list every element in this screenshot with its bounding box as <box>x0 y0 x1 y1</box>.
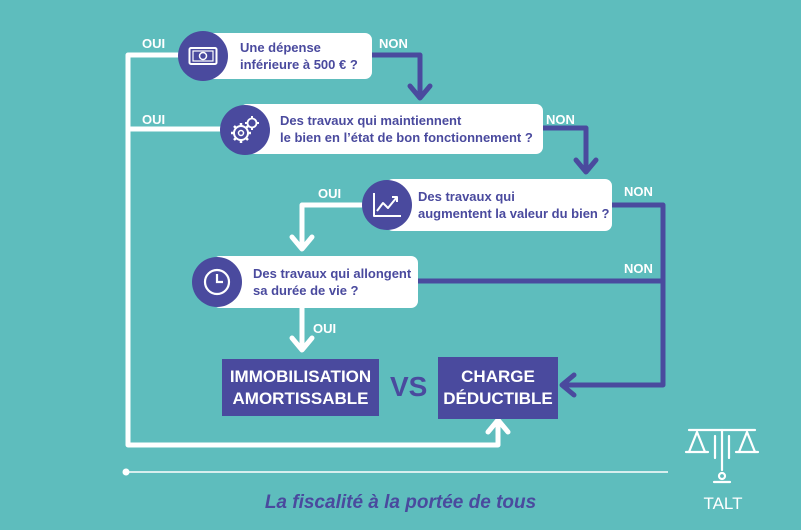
arrowhead-charge-up <box>485 417 511 435</box>
result-charge-line-1: CHARGE <box>461 367 535 386</box>
arrowhead-immobilisation-top <box>289 234 315 252</box>
logo-text: TALT <box>703 494 743 513</box>
question-4-line-1: Des travaux qui allongent <box>253 266 412 281</box>
oui-label-3: OUI <box>318 186 342 201</box>
oui-line-3 <box>299 202 365 247</box>
result-immobilisation-line-1: IMMOBILISATION <box>229 366 372 386</box>
growth-chart-icon <box>362 180 412 230</box>
question-2-line-2: le bien en l’état de bon fonctionnement … <box>280 130 533 145</box>
question-1-line-2: inférieure à 500 € ? <box>240 57 358 72</box>
arrowhead-charge-left <box>559 372 577 398</box>
tagline: La fiscalité à la portée de tous <box>264 492 537 513</box>
question-box-2: Des travaux qui maintiennent le bien en … <box>240 104 543 154</box>
question-4-line-2: sa durée de vie ? <box>253 283 359 298</box>
non-label-4: NON <box>624 261 653 276</box>
question-3-line-2: augmentent la valeur du bien ? <box>418 206 610 221</box>
result-charge-deductible: CHARGE DÉDUCTIBLE <box>438 357 558 419</box>
question-1-line-1: Une dépense <box>240 40 321 55</box>
gears-icon <box>220 105 270 155</box>
clock-icon <box>192 257 242 307</box>
question-3-line-1: Des travaux qui <box>418 189 515 204</box>
arrowhead-q3-down <box>573 157 599 175</box>
arrowhead-q4-down <box>289 335 315 353</box>
non-label-1: NON <box>379 36 408 51</box>
non-line-1 <box>369 52 423 95</box>
footer-divider-dot <box>122 468 130 476</box>
oui-label-1: OUI <box>142 36 166 51</box>
vs-label: VS <box>390 371 428 402</box>
result-charge-line-2: DÉDUCTIBLE <box>443 389 553 408</box>
non-line-3 <box>564 202 666 388</box>
scales-of-justice-icon <box>683 424 761 488</box>
oui-label-4: OUI <box>313 321 337 336</box>
question-box-4: Des travaux qui allongent sa durée de vi… <box>213 256 418 308</box>
non-line-2 <box>540 125 589 169</box>
question-box-1: Une dépense inférieure à 500 € ? <box>196 33 372 79</box>
question-box-3: Des travaux qui augmentent la valeur du … <box>386 179 612 231</box>
question-2-line-1: Des travaux qui maintiennent <box>280 113 462 128</box>
non-label-3: NON <box>624 184 653 199</box>
result-immobilisation-line-2: AMORTISSABLE <box>232 388 369 408</box>
oui-label-2: OUI <box>142 112 166 127</box>
arrowhead-q2-down <box>407 83 433 101</box>
oui-line-1 <box>125 52 501 448</box>
non-label-2: NON <box>546 112 575 127</box>
result-immobilisation: IMMOBILISATION AMORTISSABLE <box>222 359 379 416</box>
banknote-icon <box>178 31 228 81</box>
